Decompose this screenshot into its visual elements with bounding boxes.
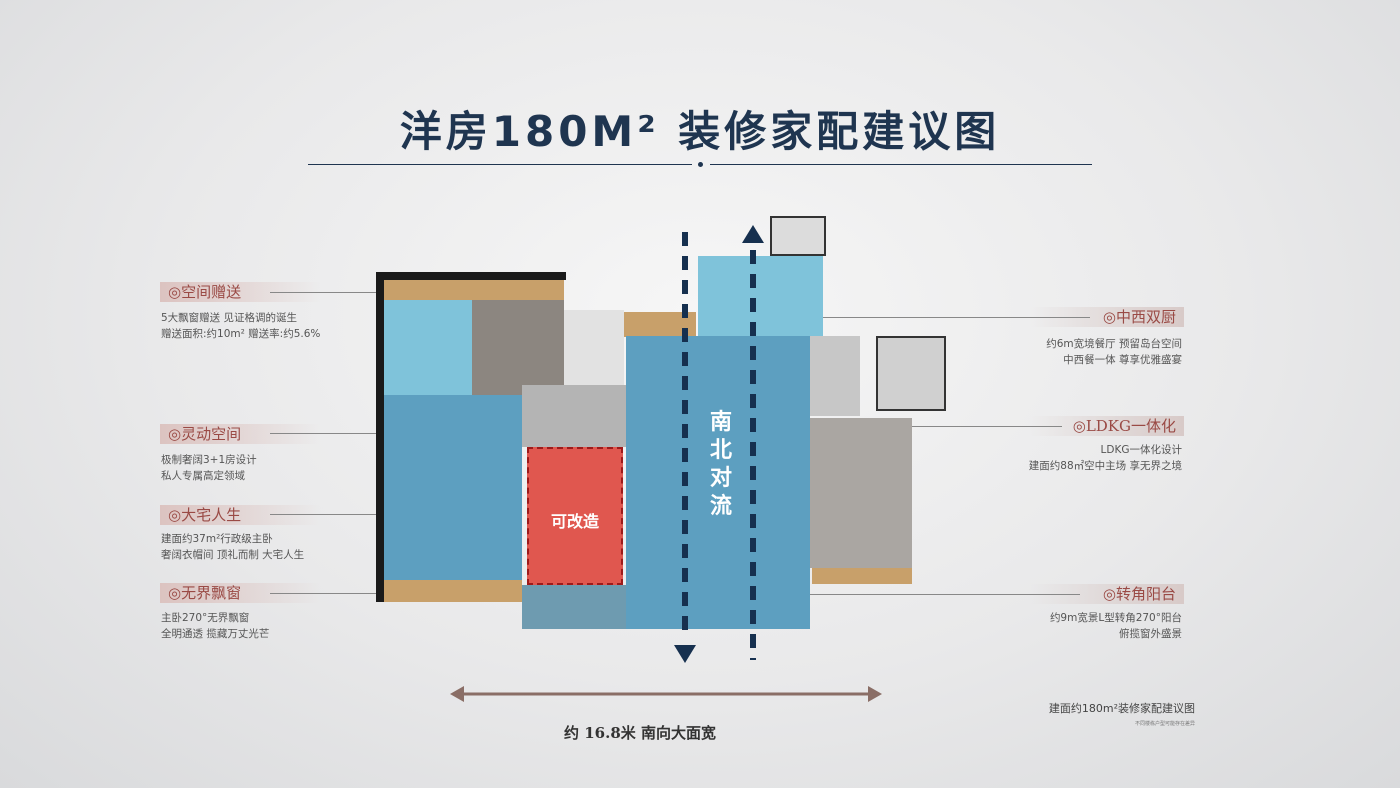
- feature-desc-line: 约6m宽境餐厅 预留岛台空间: [1046, 338, 1182, 350]
- utility-room: [810, 336, 860, 416]
- modifiable-label: 可改造: [550, 512, 599, 531]
- bay-window-east: [812, 568, 912, 584]
- leader-line: [270, 292, 380, 293]
- master-bedroom: [384, 395, 522, 580]
- airflow-line-right: [750, 250, 756, 660]
- feature-label-dual-kitchen: ◎中西双厨: [1030, 307, 1184, 327]
- disclaimer: 不同楼栋户型可能存在差异: [1134, 721, 1195, 727]
- feature-desc: 5大飘窗赠送 见证格调的诞生赠送面积:约10m² 赠送率:约5.6%: [161, 310, 320, 342]
- feature-desc-line: 奢阔衣帽间 顶礼而制 大宅人生: [161, 549, 305, 561]
- feature-desc: 约6m宽境餐厅 预留岛台空间中西餐一体 尊享优雅盛宴: [1046, 336, 1182, 368]
- width-note: 约 16.8米 南向大面宽: [564, 724, 716, 742]
- feature-label-corner-balcony: ◎转角阳台: [1030, 584, 1184, 604]
- feature-label-space-gift: ◎空间赠送: [160, 282, 320, 302]
- balcony: [522, 585, 626, 629]
- feature-desc-line: 主卧270°无界飘窗: [161, 612, 250, 624]
- wall: [378, 272, 566, 280]
- elevator: [876, 336, 946, 411]
- leader-line: [270, 514, 440, 515]
- feature-label-ldkg: ◎LDKG一体化: [1030, 416, 1184, 436]
- airflow-line-left: [682, 232, 688, 632]
- feature-desc-line: 5大飘窗赠送 见证格调的诞生: [161, 312, 298, 324]
- feature-desc: 主卧270°无界飘窗全明通透 揽藏万丈光芒: [161, 610, 269, 642]
- bay-window-south: [384, 580, 522, 602]
- feature-desc-line: 建面约37m²行政级主卧: [161, 533, 273, 545]
- title-divider-left: [308, 164, 692, 165]
- bathroom-zone: [384, 300, 472, 395]
- feature-desc: 约9m宽景L型转角270°阳台俯揽窗外盛景: [1050, 610, 1182, 642]
- feature-desc: LDKG一体化设计建面约88㎡空中主场 享无界之境: [1029, 442, 1182, 474]
- toilet: [564, 310, 624, 385]
- width-arrow-icon: [450, 686, 882, 702]
- feature-label-bay-window: ◎无界飘窗: [160, 583, 320, 603]
- wall: [376, 272, 384, 602]
- feature-desc-line: 俯揽窗外盛景: [1119, 628, 1182, 640]
- airflow-label: 南北对流: [709, 409, 732, 519]
- modifiable-room: [527, 447, 623, 585]
- feature-desc-line: 极制奢阔3+1房设计: [161, 454, 257, 466]
- feature-desc-line: 赠送面积:约10m² 赠送率:约5.6%: [161, 328, 321, 340]
- leader-line: [270, 593, 390, 594]
- hallway: [522, 385, 626, 447]
- living-dining-room: [626, 336, 810, 629]
- title-divider-right: [710, 164, 1092, 165]
- leader-line: [912, 426, 1062, 427]
- leader-line: [270, 433, 390, 434]
- feature-desc-line: 中西餐一体 尊享优雅盛宴: [1063, 354, 1182, 366]
- feature-desc-line: 全明通透 揽藏万丈光芒: [161, 628, 270, 640]
- feature-desc-line: 约9m宽景L型转角270°阳台: [1049, 612, 1182, 624]
- title-divider-dot: [698, 162, 703, 167]
- feature-desc: 极制奢阔3+1房设计私人专属高定领域: [161, 452, 257, 484]
- feature-label-flexible-space: ◎灵动空间: [160, 424, 320, 444]
- leader-line: [820, 317, 1090, 318]
- feature-desc-line: 建面约88㎡空中主场 享无界之境: [1028, 460, 1182, 472]
- leader-line: [790, 594, 1080, 595]
- service-balcony: [770, 216, 826, 256]
- feature-desc-line: 私人专属高定领域: [161, 470, 245, 482]
- feature-desc: 建面约37m²行政级主卧奢阔衣帽间 顶礼而制 大宅人生: [161, 531, 304, 563]
- kitchen: [698, 256, 823, 336]
- second-bedroom: [810, 418, 912, 568]
- caption: 建面约180m²装修家配建议图: [1048, 702, 1195, 715]
- page-title: 洋房180M² 装修家配建议图: [399, 107, 1001, 156]
- study-room: [472, 300, 564, 395]
- arrow-up-icon: [742, 225, 764, 243]
- feature-label-big-house: ◎大宅人生: [160, 505, 320, 525]
- arrow-down-icon: [674, 645, 696, 663]
- bay-window-north: [384, 280, 564, 300]
- feature-desc-line: LDKG一体化设计: [1100, 444, 1182, 456]
